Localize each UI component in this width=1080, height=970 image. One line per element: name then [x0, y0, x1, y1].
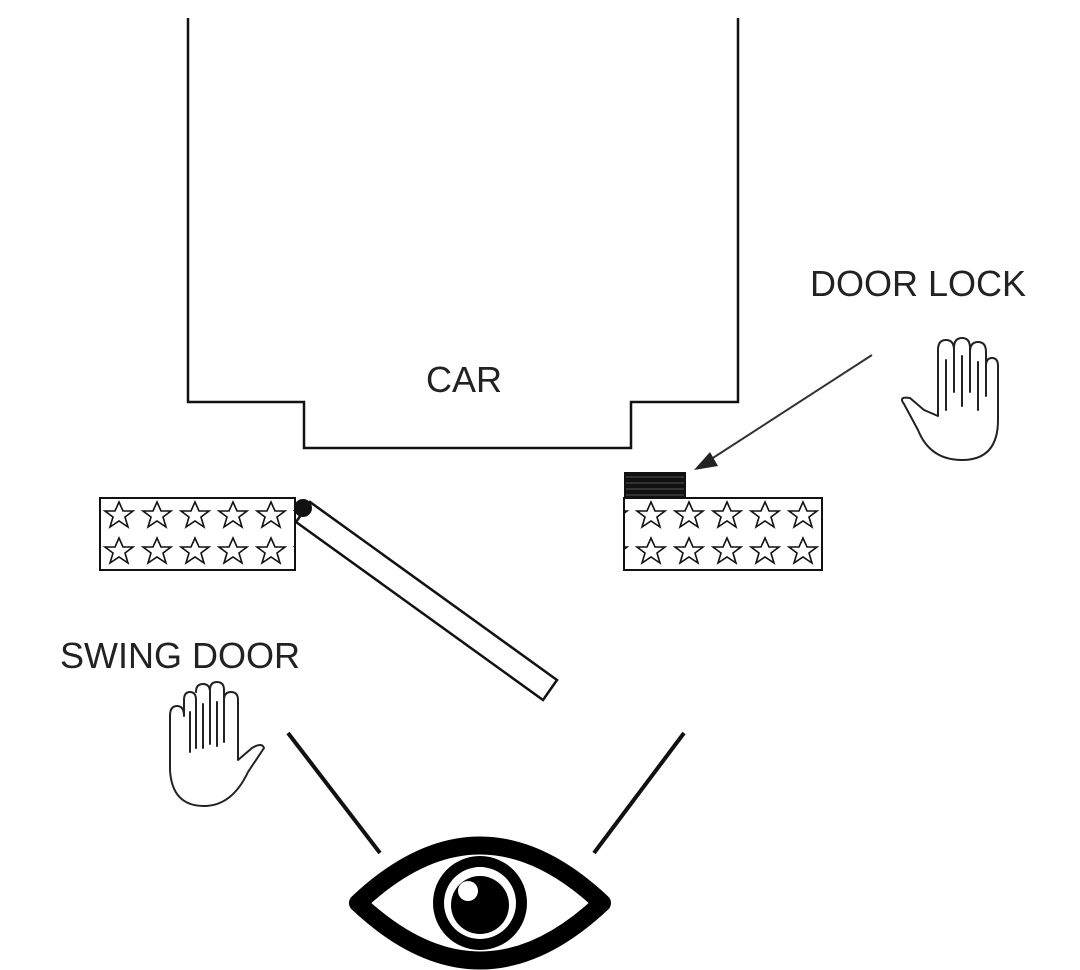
car-outline	[186, 18, 740, 450]
door-lock-block	[624, 472, 686, 498]
door-lock-label: DOOR LOCK	[810, 263, 1026, 304]
hand-icon	[169, 681, 265, 807]
hand-icon	[901, 337, 999, 461]
door-lock-arrow	[701, 354, 873, 466]
door-lock-arrowhead	[694, 452, 718, 470]
car-label: CAR	[426, 359, 502, 400]
swing-door-label: SWING DOOR	[60, 635, 300, 676]
left-wall	[99, 497, 296, 571]
swing-door-panel	[294, 500, 559, 702]
sight-line-right	[592, 731, 686, 855]
right-wall	[623, 497, 823, 571]
eye-icon	[349, 836, 611, 970]
hinge-icon	[294, 499, 312, 517]
sight-line-left	[286, 731, 382, 855]
